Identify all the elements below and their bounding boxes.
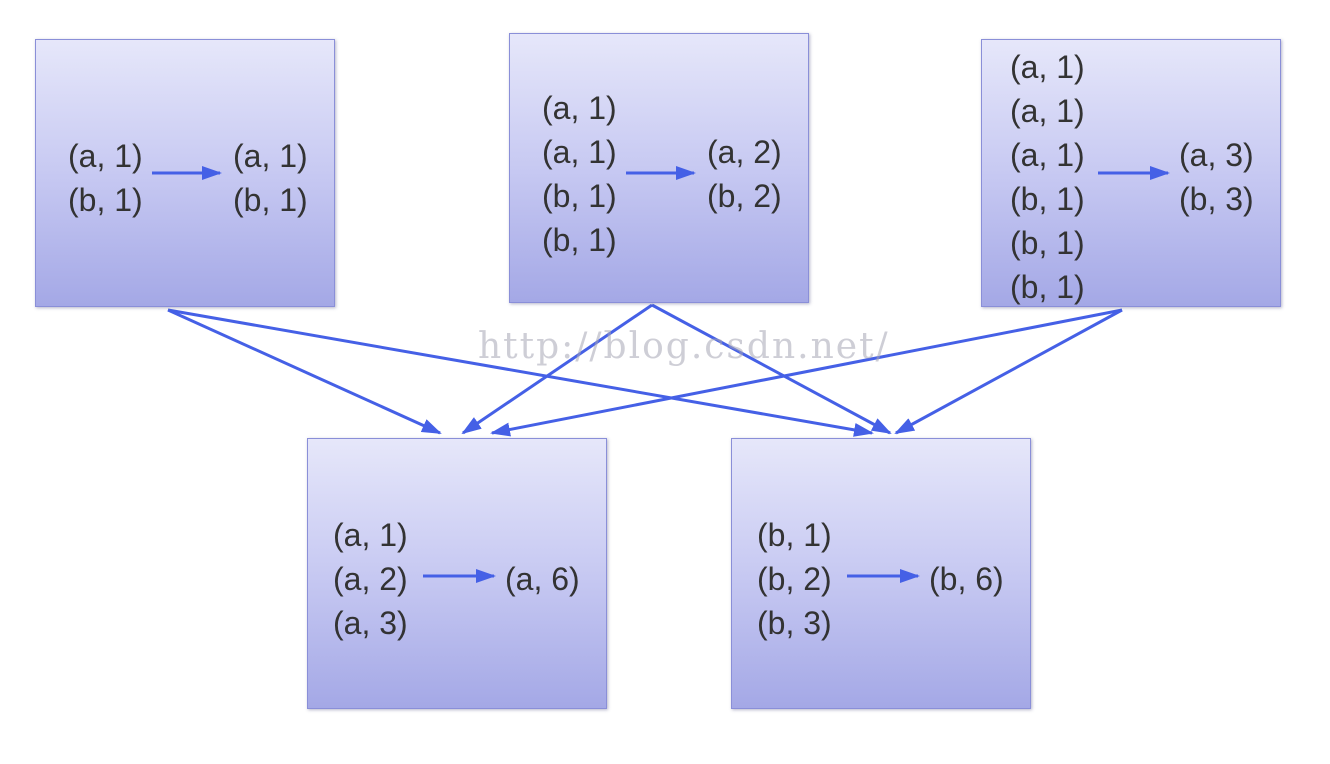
shuffle-edge-3 [461,303,653,435]
map-node-2-input-2: (a, 1) [542,134,617,170]
map-node-3-input-2: (a, 1) [1010,93,1085,129]
shuffle-edge-6 [894,308,1123,435]
reduce-node-a-arrow [423,569,496,583]
shuffle-edge-5 [490,308,1123,437]
map-node-3: (a, 1) (a, 1) (a, 1) (b, 1) (b, 1) (b, 1… [981,39,1281,307]
map-node-2-output-2: (b, 2) [707,178,782,214]
map-node-2-input-4: (b, 1) [542,222,617,258]
map-node-1: (a, 1) (b, 1) (a, 1) (b, 1) [35,39,335,307]
reduce-node-b-input-3: (b, 3) [757,605,832,641]
map-node-3-input-4: (b, 1) [1010,181,1085,217]
map-node-1-output-1: (a, 1) [233,138,308,174]
reduce-node-b-output: (b, 6) [929,561,1004,597]
map-node-2-input-3: (b, 1) [542,178,617,214]
map-node-1-input-1: (a, 1) [68,138,143,174]
reduce-node-a-input-3: (a, 3) [333,605,408,641]
reduce-node-b: (b, 1) (b, 2) (b, 3) (b, 6) [731,438,1031,709]
map-node-3-input-1: (a, 1) [1010,49,1085,85]
map-node-2-combine-arrow [626,166,696,180]
map-node-1-output-2: (b, 1) [233,182,308,218]
map-node-3-output-2: (b, 3) [1179,181,1254,217]
map-node-1-combine-arrow [152,166,222,180]
reduce-node-a: (a, 1) (a, 2) (a, 3) (a, 6) [307,438,607,709]
map-node-3-combine-arrow [1098,166,1170,180]
map-node-3-input-3: (a, 1) [1010,137,1085,173]
reduce-node-a-input-2: (a, 2) [333,561,408,597]
map-node-2-output-1: (a, 2) [707,134,782,170]
reduce-node-a-output: (a, 6) [505,561,580,597]
map-node-1-input-2: (b, 1) [68,182,143,218]
map-node-3-input-6: (b, 1) [1010,269,1085,305]
reduce-node-b-input-2: (b, 2) [757,561,832,597]
shuffle-edge-4 [651,303,892,435]
reduce-node-b-arrow [847,569,920,583]
map-node-2: (a, 1) (a, 1) (b, 1) (b, 1) (a, 2) (b, 2… [509,33,809,303]
reduce-node-a-input-1: (a, 1) [333,517,408,553]
reduce-node-b-input-1: (b, 1) [757,517,832,553]
watermark: http://blog.csdn.net/ [478,326,890,367]
map-node-3-input-5: (b, 1) [1010,225,1085,261]
shuffle-edge-1 [167,308,442,435]
shuffle-edge-2 [167,308,874,437]
map-node-2-input-1: (a, 1) [542,90,617,126]
map-node-3-output-1: (a, 3) [1179,137,1254,173]
